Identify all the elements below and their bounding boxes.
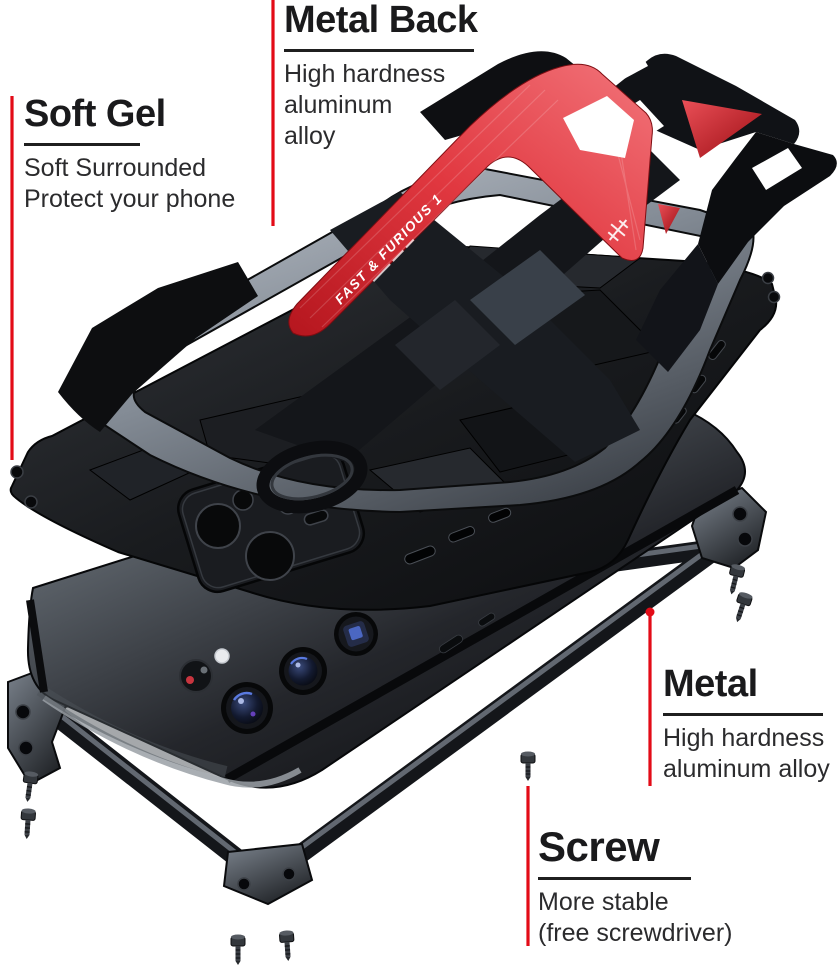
screw-item — [279, 930, 295, 961]
callout-title: Screw — [538, 823, 660, 870]
callout-line: alloy — [284, 121, 336, 150]
metal-back-layer: FAST & FURIOUS 1 — [58, 51, 837, 514]
callout-metal: Metal High hardness aluminum alloy — [663, 663, 830, 785]
phone-screen-curve — [36, 684, 228, 778]
phone-screen-glint — [42, 695, 302, 788]
callout-line: aluminum — [284, 90, 393, 119]
callout-title: Metal Back — [284, 0, 478, 41]
bumper-bottom-corner — [222, 842, 314, 906]
leader-lines — [10, 0, 652, 946]
laser-sensor — [179, 659, 213, 693]
red-corner-triangle — [682, 100, 762, 158]
screw-item — [520, 751, 536, 781]
callout-soft-gel: Soft Gel Soft Surrounded Protect your ph… — [24, 93, 236, 215]
camera-lens-wide — [279, 647, 327, 695]
screw-item — [735, 592, 753, 623]
callout-underline — [538, 877, 691, 881]
camera-lens-main — [221, 682, 273, 734]
phone-power-button — [439, 634, 463, 654]
callout-line: Protect your phone — [24, 184, 236, 213]
callout-line: Soft Surrounded — [24, 153, 207, 182]
camera-lens-periscope — [334, 612, 378, 656]
callout-line: High hardness — [284, 59, 446, 88]
screw-item — [729, 564, 746, 595]
screw-item — [20, 808, 36, 839]
screws — [20, 564, 753, 965]
phone-bottom-edge — [224, 486, 740, 783]
phone-left-cap — [26, 599, 48, 693]
callout-line: High hardness — [663, 723, 825, 752]
red-corner-triangle-small — [658, 204, 680, 234]
callout-screw: Screw More stable (free screwdriver) — [538, 823, 733, 949]
callout-line: More stable — [538, 888, 669, 917]
frame-camera-hoop-inner — [270, 453, 354, 501]
metal-leader-dot — [645, 607, 655, 617]
flash-dot — [214, 648, 230, 664]
gel-corner-holes — [10, 271, 781, 509]
phone-volume-button — [478, 612, 496, 627]
callout-metal-back: Metal Back High hardness aluminum alloy — [284, 0, 478, 152]
screw-item — [22, 771, 39, 802]
callout-title: Soft Gel — [24, 93, 166, 135]
red-plate-cutout — [563, 96, 634, 158]
callout-underline — [663, 712, 823, 716]
callout-line: aluminum alloy — [663, 754, 830, 783]
callout-title: Metal — [663, 663, 758, 705]
frame-camera-hoop — [256, 440, 368, 514]
callout-underline — [24, 142, 140, 146]
brand-logo-mark — [607, 219, 629, 242]
callout-line: (free screwdriver) — [538, 919, 733, 948]
back-plate-subtext-marks — [372, 238, 415, 283]
callout-underline — [284, 48, 474, 52]
screw-item — [230, 934, 246, 965]
brushed-texture — [299, 84, 641, 328]
